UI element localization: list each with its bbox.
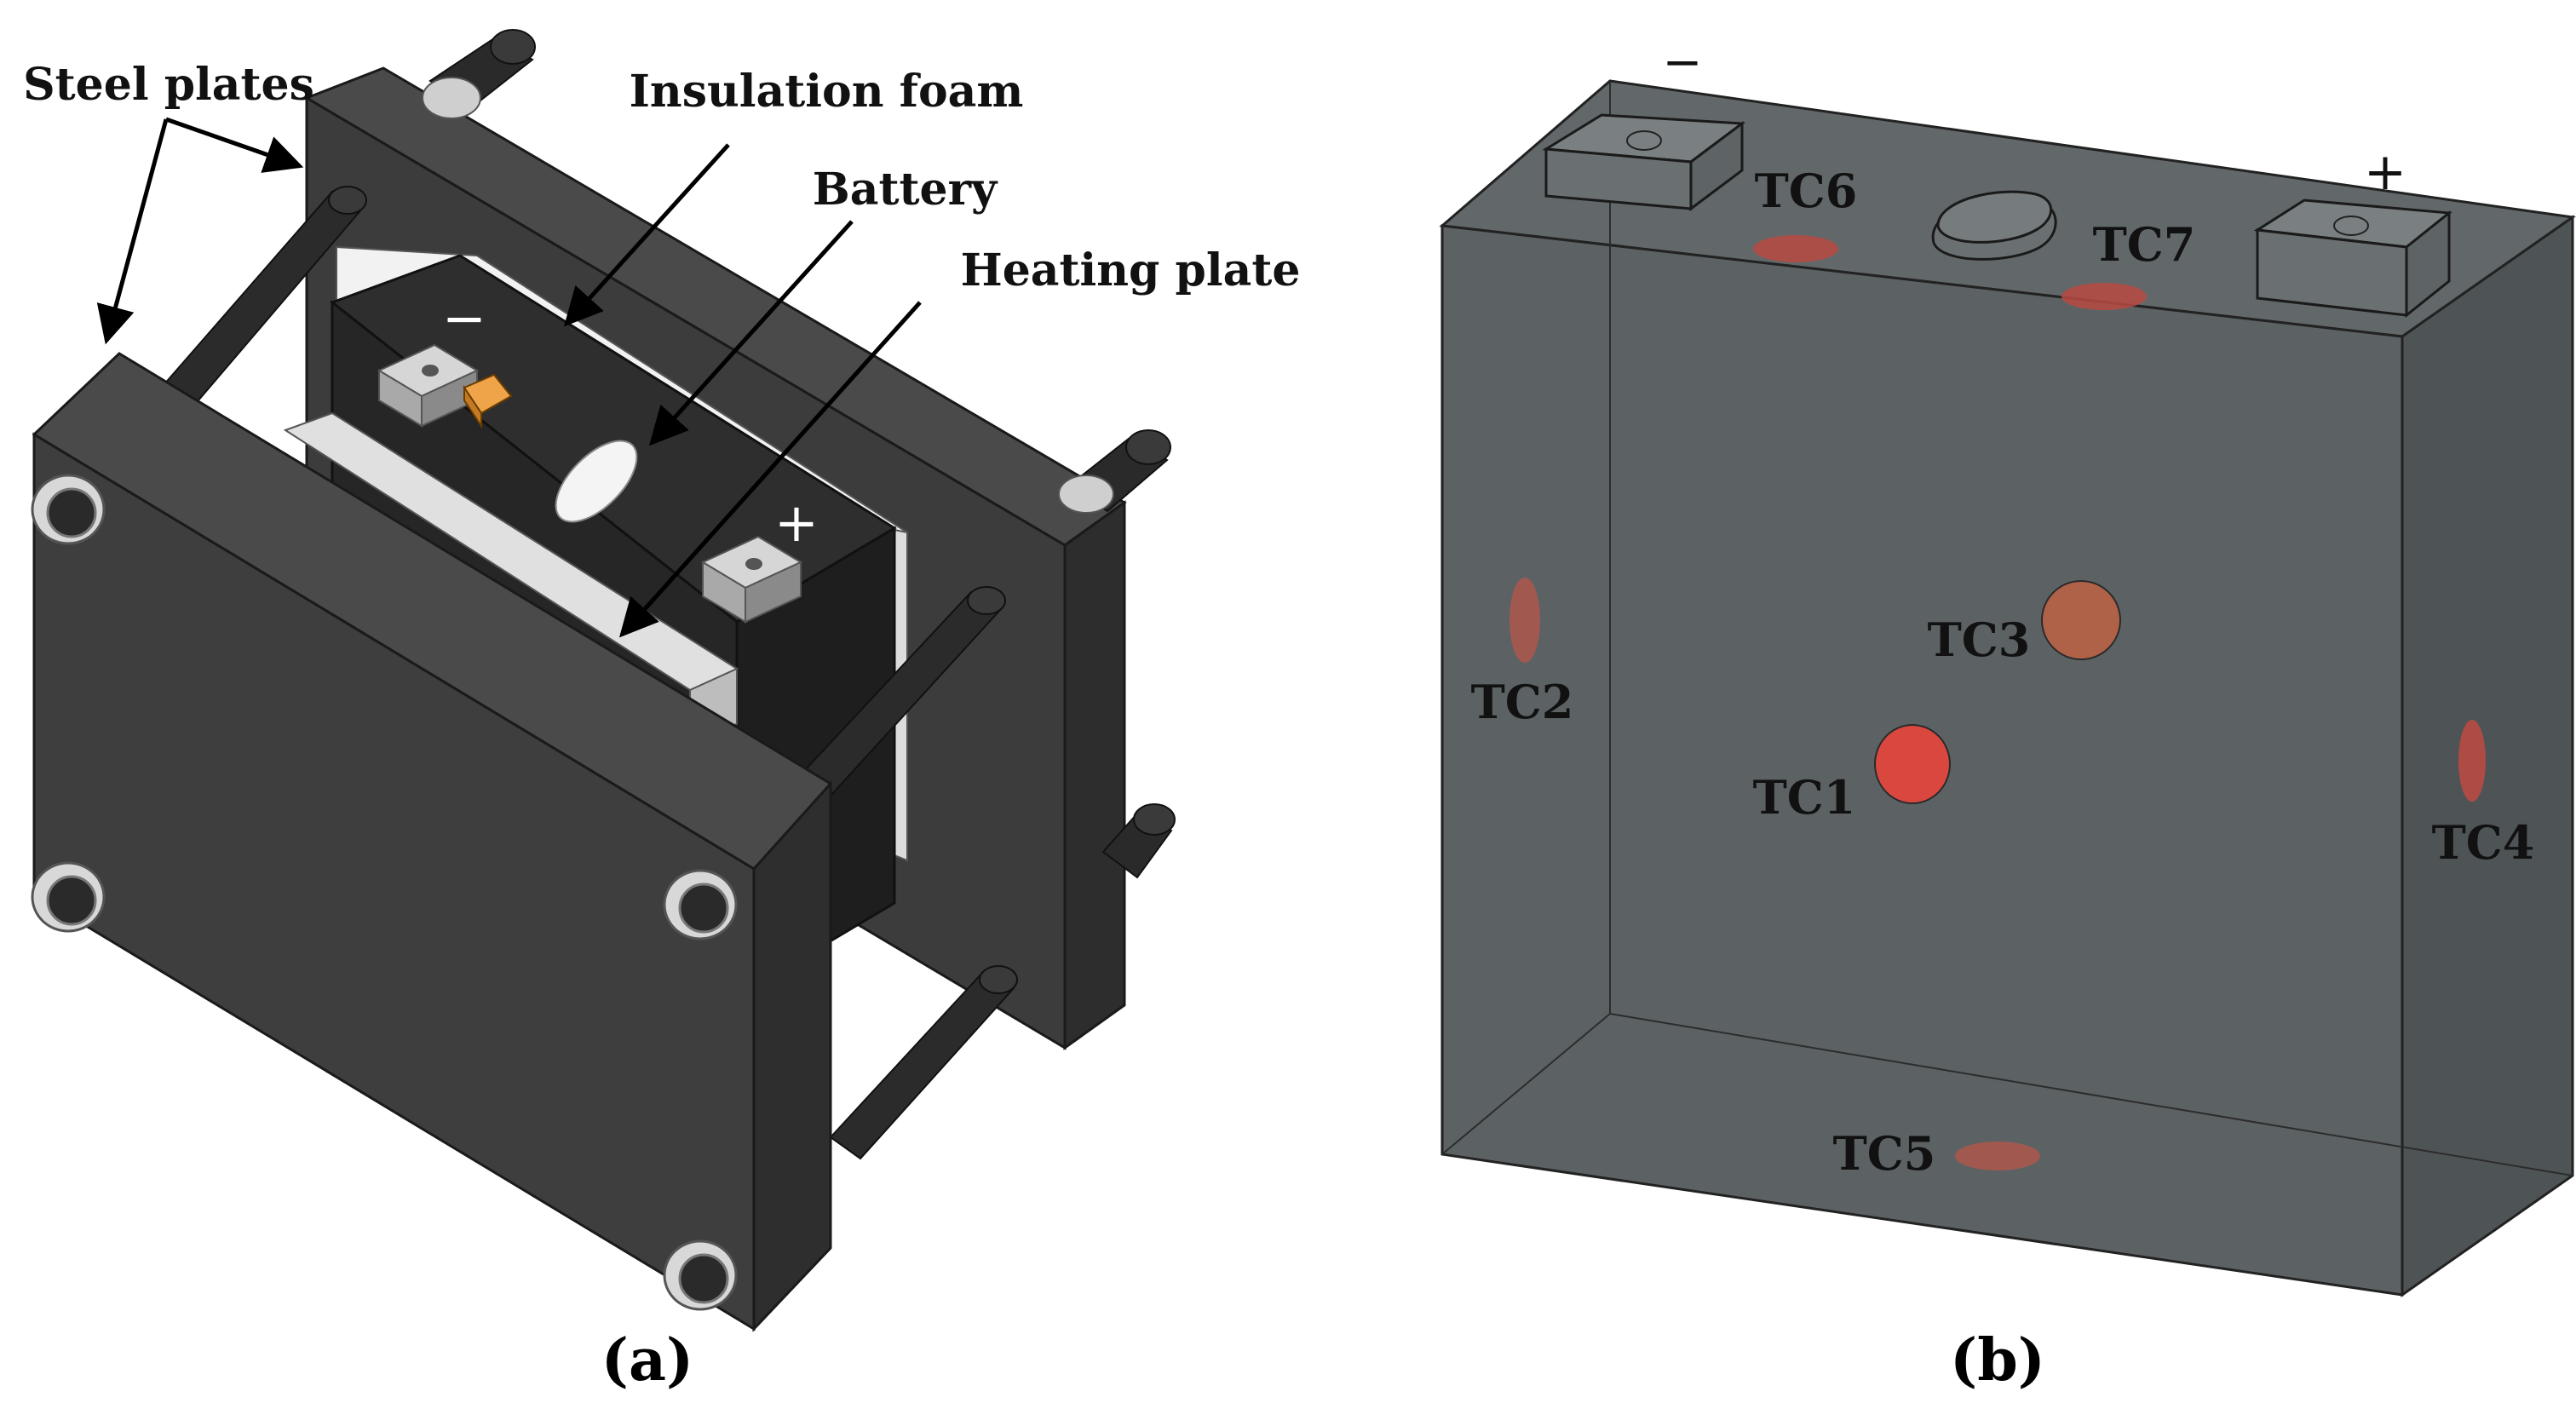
tc7-marker (2061, 283, 2147, 310)
cell-hidden-edges (1441, 81, 2573, 1176)
label-heating-plate: Heating plate (961, 244, 1301, 296)
annotation-arrows-panel-a (96, 117, 922, 638)
arrow-battery (648, 220, 854, 446)
cell-right-face (2401, 215, 2574, 1297)
cell-negative-terminal (1542, 113, 1746, 211)
label-tc3: TC3 (1928, 612, 2031, 667)
label-tc5: TC5 (1833, 1126, 1936, 1181)
cell-positive-sign: + (2364, 142, 2406, 202)
battery-negative-sign: − (442, 287, 486, 349)
battery-vent (555, 440, 638, 523)
rod-right-lower (829, 965, 1018, 1160)
panel-b-cell: − + TC6 TC7 TC2 TC3 TC1 TC4 TC5 (b) (1439, 35, 2576, 1395)
tc4-marker (2458, 720, 2486, 802)
label-battery: Battery (813, 164, 998, 216)
battery-positive-sign: + (774, 492, 819, 554)
cell-positive-terminal (2253, 198, 2452, 319)
nut-bottom-left (31, 861, 106, 933)
arrow-insulation-foam (563, 143, 730, 327)
tc6-marker (1753, 235, 1838, 262)
tc3-marker (2041, 580, 2121, 660)
tc1-marker (1874, 724, 1951, 804)
tc2-marker (1509, 578, 1540, 663)
arrow-steel-plates-back (165, 117, 304, 173)
positive-terminal (700, 535, 803, 624)
panel-a-fixture: − + (23, 29, 1301, 1395)
label-tc6: TC6 (1755, 164, 1858, 218)
nut-right-middle (663, 869, 738, 940)
back-rod-right-lower (1101, 803, 1176, 879)
arrow-steel-plates-front (96, 118, 169, 345)
label-tc1: TC1 (1753, 770, 1856, 825)
nut-bottom-right (663, 1239, 738, 1311)
panel-b-caption: (b) (1950, 1326, 2045, 1395)
label-tc4: TC4 (2432, 815, 2535, 870)
cell-negative-sign: − (1663, 35, 1703, 90)
label-insulation-foam: Insulation foam (630, 66, 1024, 118)
back-rod-top-left (422, 29, 536, 119)
label-tc7: TC7 (2093, 217, 2196, 272)
cell-vent (1931, 190, 2057, 261)
arrow-heating-plate (618, 301, 922, 638)
tc5-marker (1955, 1142, 2040, 1170)
label-tc2: TC2 (1471, 675, 1574, 729)
front-steel-plate (32, 352, 833, 1332)
back-rod-right-upper (1058, 429, 1171, 514)
panel-a-caption: (a) (601, 1326, 693, 1395)
negative-terminal (377, 343, 513, 429)
label-steel-plates: Steel plates (23, 59, 314, 111)
nut-top-left (31, 474, 106, 545)
